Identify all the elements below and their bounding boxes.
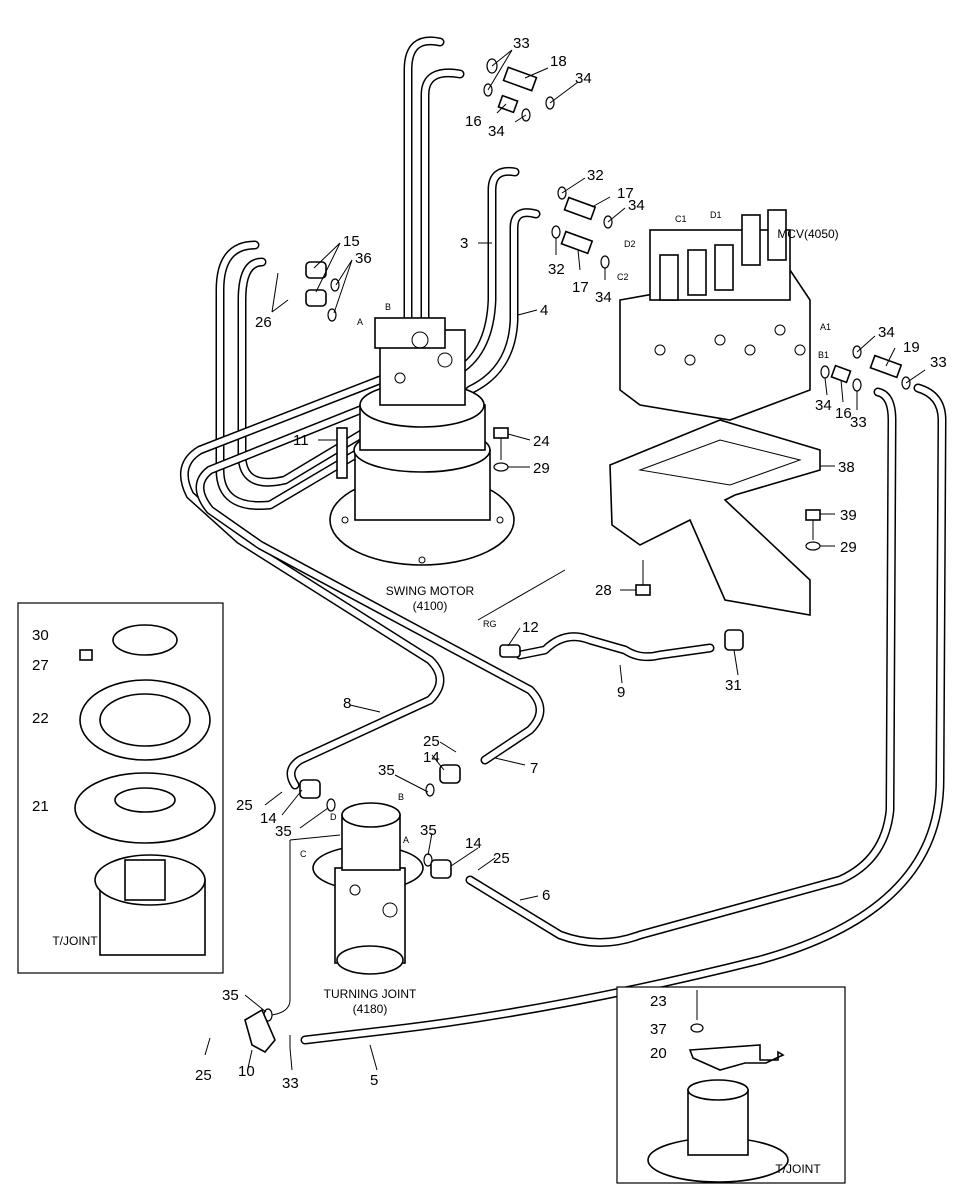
callout-19: 19 bbox=[903, 339, 920, 356]
callout-34: 34 bbox=[575, 70, 592, 87]
callout-30: 30 bbox=[32, 627, 49, 644]
callout-32: 32 bbox=[587, 167, 604, 184]
callout-35: 35 bbox=[420, 822, 437, 839]
callout-14: 14 bbox=[260, 810, 277, 827]
port-a1: A1 bbox=[820, 322, 831, 332]
callout-34: 34 bbox=[628, 197, 645, 214]
swing-motor-code: (4100) bbox=[413, 599, 448, 613]
port-labels: B A C1 D1 D2 C2 A1 B1 RG B A C D bbox=[300, 210, 831, 859]
hose-group bbox=[179, 36, 947, 1045]
callout-39: 39 bbox=[840, 507, 857, 524]
turning-joint-caption: TURNING JOINT bbox=[324, 987, 417, 1001]
callout-26: 26 bbox=[255, 314, 272, 331]
tjoint-left-caption: T/JOINT bbox=[52, 934, 98, 948]
callout-14: 14 bbox=[465, 835, 482, 852]
callout-33: 33 bbox=[850, 414, 867, 431]
port-b: B bbox=[385, 302, 391, 312]
callout-15: 15 bbox=[343, 233, 360, 250]
callout-31: 31 bbox=[725, 677, 742, 694]
tjoint-right-caption: T/JOINT bbox=[775, 1162, 821, 1176]
captions: SWING MOTOR (4100) TURNING JOINT (4180) … bbox=[52, 227, 838, 1176]
callout-16: 16 bbox=[835, 405, 852, 422]
mcv-caption: MCV(4050) bbox=[777, 227, 838, 241]
callout-23: 23 bbox=[650, 993, 667, 1010]
callout-37: 37 bbox=[650, 1021, 667, 1038]
callout-25: 25 bbox=[195, 1067, 212, 1084]
callout-38: 38 bbox=[838, 459, 855, 476]
callout-36: 36 bbox=[355, 250, 372, 267]
port-b1: B1 bbox=[818, 350, 829, 360]
main-control-valve bbox=[609, 209, 821, 616]
callout-24: 24 bbox=[533, 433, 550, 450]
callout-10: 10 bbox=[238, 1063, 255, 1080]
port-rg: RG bbox=[483, 619, 497, 629]
callout-17: 17 bbox=[572, 279, 589, 296]
callout-4: 4 bbox=[540, 302, 548, 319]
swing-motor bbox=[329, 317, 515, 566]
callout-25: 25 bbox=[493, 850, 510, 867]
callout-35: 35 bbox=[222, 987, 239, 1004]
callout-22: 22 bbox=[32, 710, 49, 727]
callout-7: 7 bbox=[530, 760, 538, 777]
turning-joint bbox=[312, 802, 424, 975]
callout-33: 33 bbox=[282, 1075, 299, 1092]
callout-34: 34 bbox=[878, 324, 895, 341]
callout-27: 27 bbox=[32, 657, 49, 674]
port-c2: C2 bbox=[617, 272, 629, 282]
callout-14: 14 bbox=[423, 749, 440, 766]
leader-lines bbox=[63, 49, 926, 1071]
callout-33: 33 bbox=[930, 354, 947, 371]
callout-34: 34 bbox=[815, 397, 832, 414]
callout-3: 3 bbox=[460, 235, 468, 252]
callout-11: 11 bbox=[293, 432, 309, 449]
callout-17: 17 bbox=[617, 185, 634, 202]
callout-8: 8 bbox=[343, 695, 351, 712]
callout-33: 33 bbox=[513, 35, 530, 52]
callout-25: 25 bbox=[236, 797, 253, 814]
port-d1: D1 bbox=[710, 210, 722, 220]
callout-21: 21 bbox=[32, 798, 49, 815]
callout-12: 12 bbox=[522, 619, 539, 636]
callout-16: 16 bbox=[465, 113, 482, 130]
callout-35: 35 bbox=[378, 762, 395, 779]
turning-joint-code: (4180) bbox=[353, 1002, 388, 1016]
callout-6: 6 bbox=[542, 887, 550, 904]
callout-labels: 33 18 34 16 34 32 17 34 3 32 17 34 15 36… bbox=[32, 35, 947, 1092]
port-c1: C1 bbox=[675, 214, 687, 224]
callout-34: 34 bbox=[595, 289, 612, 306]
swing-motor-caption: SWING MOTOR bbox=[386, 584, 475, 598]
callout-34: 34 bbox=[488, 123, 505, 140]
callout-25: 25 bbox=[423, 733, 440, 750]
callout-18: 18 bbox=[550, 53, 567, 70]
callout-29: 29 bbox=[533, 460, 550, 477]
port-a: A bbox=[357, 317, 363, 327]
port-tj-d: D bbox=[330, 812, 337, 822]
callout-20: 20 bbox=[650, 1045, 667, 1062]
inset-right-tjoint bbox=[616, 986, 846, 1184]
inset-left-tjoint bbox=[17, 602, 224, 974]
callout-32: 32 bbox=[548, 261, 565, 278]
port-tj-b: B bbox=[398, 792, 404, 802]
callout-9: 9 bbox=[617, 684, 625, 701]
callout-28: 28 bbox=[595, 582, 612, 599]
port-tj-c: C bbox=[300, 849, 307, 859]
callout-5: 5 bbox=[370, 1072, 378, 1089]
callout-35: 35 bbox=[275, 823, 292, 840]
callout-29: 29 bbox=[840, 539, 857, 556]
port-d2: D2 bbox=[624, 239, 636, 249]
port-tj-a: A bbox=[403, 835, 409, 845]
